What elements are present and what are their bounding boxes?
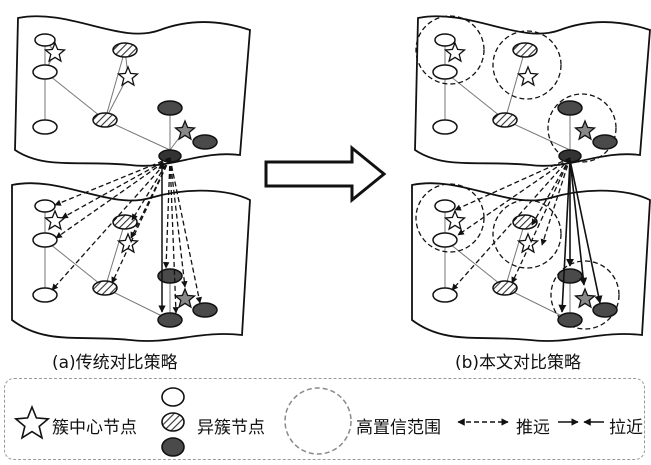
star-icon	[116, 65, 140, 87]
dark-node	[557, 268, 583, 284]
star-icon	[443, 209, 467, 231]
legend-push-label: 推远	[516, 418, 550, 438]
star-icon	[173, 119, 197, 141]
hatched-node	[492, 112, 518, 128]
star-icon	[43, 41, 67, 63]
caption-ours: (b)本文对比策略	[455, 353, 582, 373]
dark-node	[157, 312, 183, 328]
hollow-node	[432, 64, 458, 80]
dark-node-icon	[161, 437, 185, 457]
dark-node	[592, 302, 618, 318]
hollow-node	[432, 232, 458, 248]
hatched-node	[112, 42, 138, 58]
legend-cluster-center-label: 簇中心节点	[52, 418, 137, 438]
panel-traditional	[11, 15, 251, 342]
star-icon	[173, 287, 197, 309]
hollow-node	[34, 199, 56, 213]
hollow-node	[34, 33, 56, 47]
pull-arrows	[558, 159, 603, 313]
legend-box	[4, 378, 645, 460]
hatched-node	[112, 214, 138, 230]
hollow-node	[32, 232, 58, 248]
push-arrows	[451, 157, 571, 291]
star-icon	[573, 287, 597, 309]
hollow-node	[434, 33, 456, 47]
star-icon	[516, 65, 540, 87]
hatched-node	[492, 280, 518, 296]
dark-node	[557, 312, 583, 328]
dark-node	[192, 134, 218, 150]
star-icon	[443, 41, 467, 63]
right-arrow-icon	[264, 144, 387, 204]
hollow-node	[434, 199, 456, 213]
dark-node	[157, 100, 183, 116]
lower-sheet	[411, 182, 651, 342]
hatched-node-icon	[161, 412, 185, 432]
hatched-node	[92, 280, 118, 296]
confidence-range-icon	[284, 387, 352, 455]
dark-node	[192, 302, 218, 318]
panel-ours	[411, 15, 651, 342]
confidence-circles	[415, 183, 620, 330]
legend-icons	[13, 387, 604, 457]
hollow-node-icon	[161, 387, 185, 407]
star-icon	[573, 119, 597, 141]
hatched-node	[92, 112, 118, 128]
lower-sheet	[11, 182, 251, 342]
star-icon	[13, 404, 51, 440]
hollow-node	[432, 119, 458, 135]
hollow-node	[32, 64, 58, 80]
push-arrows	[51, 157, 202, 314]
hollow-node	[32, 287, 58, 303]
legend-high-confidence-label: 高置信范围	[356, 418, 441, 438]
dark-node	[557, 100, 583, 116]
caption-traditional: (a)传统对比策略	[52, 353, 178, 373]
hollow-node	[432, 287, 458, 303]
legend-pull-label: 拉近	[609, 418, 643, 438]
hatched-node	[512, 42, 538, 58]
hollow-node	[32, 119, 58, 135]
confidence-circles	[415, 15, 617, 163]
dark-node	[592, 134, 618, 150]
legend-diff-cluster-label: 异簇节点	[197, 418, 265, 438]
